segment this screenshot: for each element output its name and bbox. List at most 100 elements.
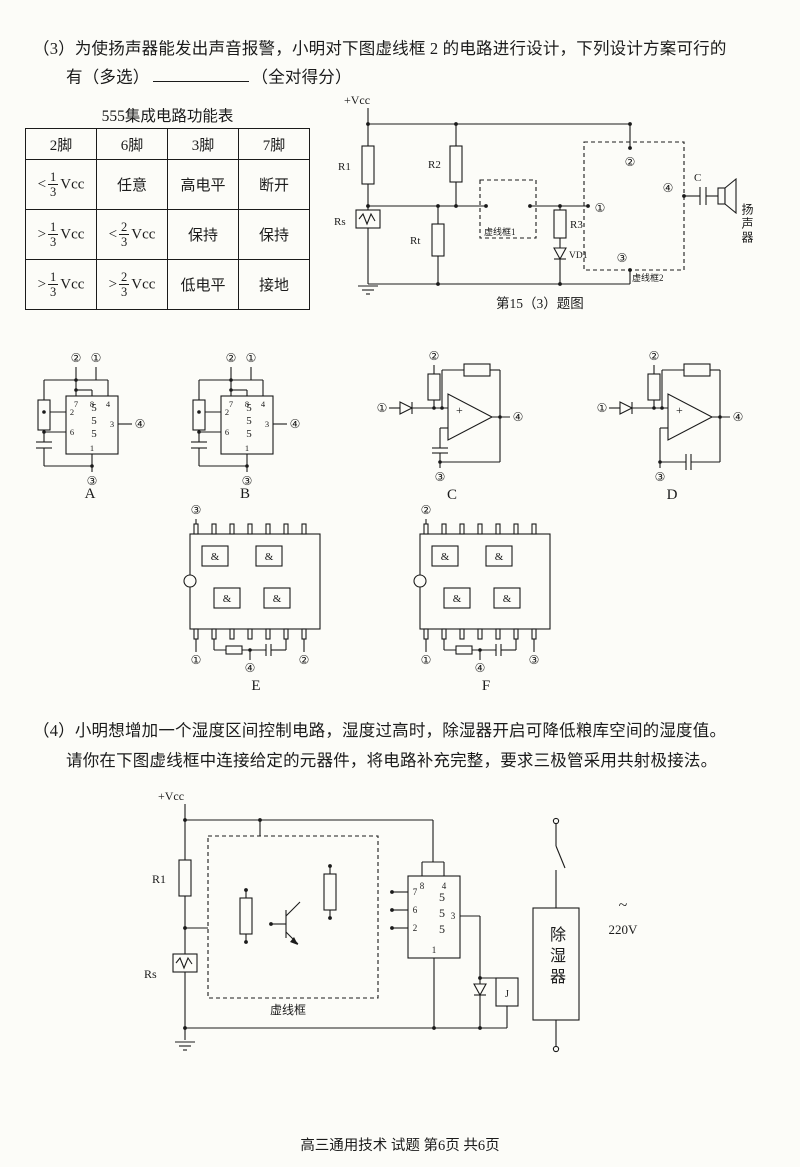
terminal-1: ① — [597, 401, 608, 415]
ac-symbol: ~ — [619, 897, 628, 914]
pin-2: 2 — [413, 923, 418, 933]
resistor — [647, 373, 661, 401]
rs-label: Rs — [144, 967, 157, 981]
sensor-zigzag-icon — [358, 212, 376, 226]
col-header-pin3: 3脚 — [167, 128, 239, 160]
table-header-row: 2脚 6脚 3脚 7脚 — [25, 128, 310, 160]
question-3-number: （3） — [33, 39, 75, 58]
dehumidifier-box — [532, 907, 580, 1021]
junction-dot — [248, 648, 252, 652]
circuit2-wires — [175, 804, 566, 1051]
nand-gate-symbol: & — [273, 593, 282, 605]
table-cell: 保持 — [167, 209, 239, 260]
terminal-3: ③ — [617, 251, 628, 265]
terminal-4: ④ — [513, 410, 524, 424]
table-cell: 任意 — [96, 159, 168, 210]
transistor-emitter-arrow-icon — [290, 937, 298, 945]
feedback-resistor — [683, 363, 711, 377]
pin-1: 1 — [245, 443, 249, 453]
terminal-4: ④ — [663, 181, 674, 195]
nand-gate-symbol: & — [495, 551, 504, 563]
junction-dots — [432, 406, 502, 464]
terminal-bottom-mid: ④ — [475, 661, 486, 675]
pin-4: 4 — [442, 881, 447, 891]
terminal-3: ③ — [435, 470, 446, 484]
terminal-bottom-right: ③ — [529, 653, 540, 667]
terminal-2: ② — [625, 155, 636, 169]
voltage-label: 220V — [609, 922, 639, 937]
opamp-plus: + — [456, 403, 463, 417]
opamp-icon — [447, 393, 494, 441]
pin-3: 3 — [110, 419, 114, 429]
page-footer: 高三通用技术 试题 第6页 共6页 — [300, 1138, 500, 1154]
terminal-4: ④ — [135, 417, 146, 431]
pin-7: 7 — [229, 399, 233, 409]
option-e-figure: & & & & ③ ① ④ ② E — [183, 503, 321, 694]
table-cell: 断开 — [238, 159, 310, 210]
resistor — [427, 373, 441, 401]
vcc-label: +Vcc — [344, 93, 370, 107]
dashed-box-2 — [583, 141, 685, 271]
r1-label: R1 — [152, 872, 166, 886]
option-f-figure: & & & & ② ① ④ ③ F — [413, 503, 551, 694]
pin-6: 6 — [70, 427, 74, 437]
nand-gate-symbol: & — [453, 593, 462, 605]
option-a-chip-label: 555 — [88, 402, 100, 441]
terminal-2: ② — [649, 349, 660, 363]
junction-dots — [42, 378, 94, 468]
mains-terminal-top — [552, 817, 560, 825]
junction-dots — [366, 122, 686, 286]
terminal-3: ③ — [87, 474, 98, 488]
diode-icon — [473, 983, 487, 997]
nand-gate-symbol: & — [503, 593, 512, 605]
circuit1-components — [355, 141, 737, 271]
cap-label: C — [694, 172, 701, 184]
circuit-15-3-diagram: +Vcc R1 R2 Rs Rt R3 VD1 C 虚线框1 虚线框2 ② ① … — [334, 93, 737, 311]
resistor — [37, 399, 51, 431]
speaker-icon — [717, 187, 726, 205]
dashed-box-label: 虚线框 — [270, 1003, 306, 1017]
question-4-line2: 请你在下图虚线框中连接给定的元器件，将电路补充完整，要求三极管采用共射极接法。 — [66, 751, 718, 770]
option-c-figure: ② ① + ④ ③ C — [377, 349, 524, 500]
sensor-zigzag-icon — [175, 956, 193, 970]
option-f-label: F — [482, 678, 490, 694]
pin-8: 8 — [420, 881, 425, 891]
option-b-chip-label: 555 — [243, 402, 255, 441]
resistor — [455, 645, 473, 655]
table-cell: 高电平 — [167, 159, 239, 210]
nand-gate-symbol: & — [223, 593, 232, 605]
opamp-icon — [667, 393, 714, 441]
resistor-rt — [431, 223, 445, 257]
option-d-figure: ② ① + ④ ③ D — [597, 349, 744, 500]
col-header-pin6: 6脚 — [96, 128, 168, 160]
col-header-pin2: 2脚 — [25, 128, 97, 160]
terminal-1: ① — [595, 201, 606, 215]
junction-dots — [183, 818, 482, 1030]
speaker-label: 扬声器 — [740, 203, 754, 245]
relay-label: J — [505, 989, 509, 1000]
dashed-box1-label: 虚线框1 — [484, 226, 516, 237]
table-cell: 接地 — [238, 259, 310, 310]
terminal-bottom-left: ① — [191, 653, 202, 667]
555-chip-outline — [220, 395, 274, 455]
opamp-plus: + — [676, 403, 683, 417]
terminal-bottom-right: ② — [299, 653, 310, 667]
option-e-label: E — [251, 678, 260, 694]
mains-terminal-bottom — [552, 1045, 560, 1053]
option-a-figure: ② ① 7 8 4 2 6 3 1 ④ ③ A — [36, 351, 146, 500]
pin-stubs — [423, 523, 537, 640]
resistor-inside-right — [323, 873, 337, 911]
question-4-text: 小明想增加一个湿度区间控制电路，湿度过高时，除湿器开启可降低粮库空间的湿度值。 — [74, 721, 727, 740]
pin-6: 6 — [225, 427, 229, 437]
question-3-text: 为使扬声器能发出声音报警，小明对下图虚线框 2 的电路进行设计，下列设计方案可行… — [74, 39, 727, 58]
figure-caption: 第15（3）题图 — [496, 295, 584, 311]
option-d-label: D — [667, 487, 678, 500]
r3-label: R3 — [570, 219, 583, 231]
terminal-1: ① — [377, 401, 388, 415]
pin-8: 8 — [245, 399, 249, 409]
